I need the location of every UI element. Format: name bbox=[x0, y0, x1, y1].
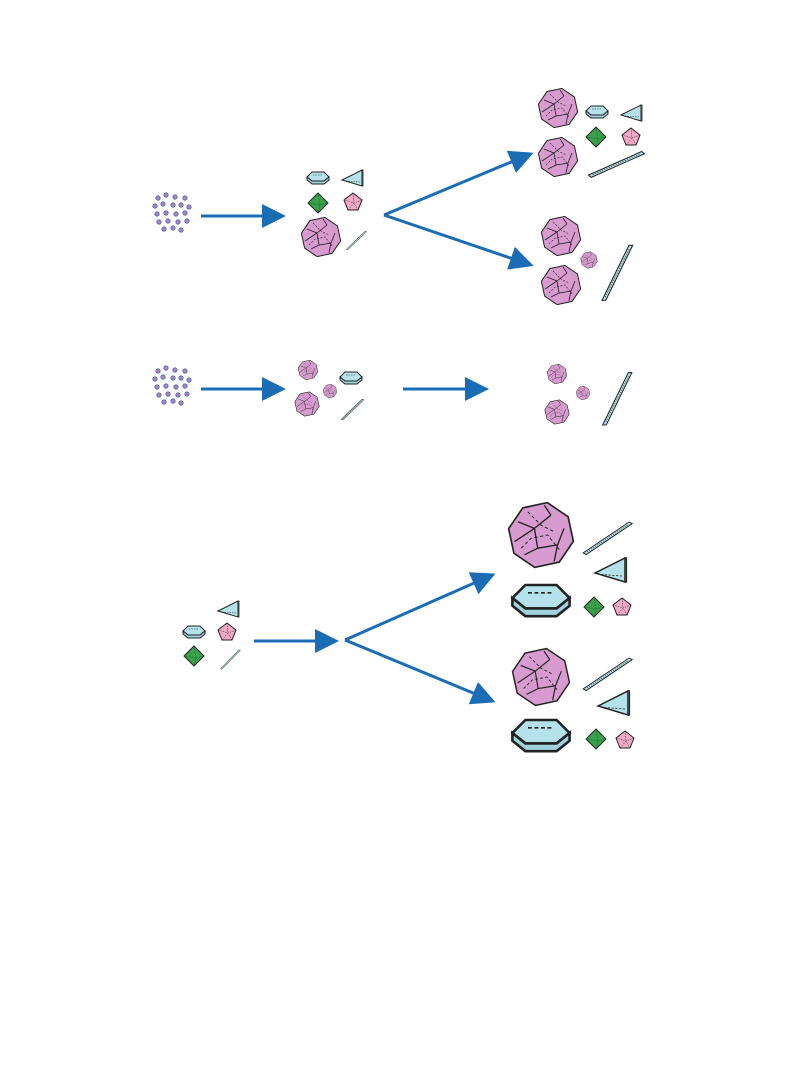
spheroid-aggregate-icon bbox=[537, 212, 585, 260]
octahedron-icon bbox=[307, 192, 329, 214]
spheroid-aggregate-icon bbox=[296, 358, 320, 382]
row-3 bbox=[182, 495, 636, 753]
row-1 bbox=[152, 84, 647, 309]
spheroid-aggregate-icon bbox=[578, 249, 600, 271]
spheroid-aggregate-icon bbox=[506, 642, 576, 712]
triangular-prism-icon bbox=[217, 600, 240, 618]
needle-crystal-icon bbox=[596, 243, 639, 303]
hexagonal-prism-icon bbox=[339, 371, 363, 385]
spheroid-aggregate-icon bbox=[545, 362, 569, 386]
hexagonal-prism-icon bbox=[182, 625, 206, 639]
arrow bbox=[344, 572, 496, 642]
pentagon-crystal-icon bbox=[621, 127, 641, 146]
spheroid-aggregate-icon bbox=[534, 84, 582, 132]
spheroids-and-needle bbox=[542, 362, 638, 428]
branch-upper-mixture bbox=[534, 84, 647, 181]
spheroid-aggregate-icon bbox=[321, 382, 339, 400]
needle-crystal-icon bbox=[339, 398, 366, 421]
arrow bbox=[344, 638, 496, 705]
dot-cluster-icon bbox=[152, 192, 192, 233]
pentagon-crystal-icon bbox=[612, 597, 632, 616]
seed-crystals bbox=[182, 600, 243, 670]
hexagonal-prism-icon bbox=[511, 583, 571, 618]
mixed-polymorphs bbox=[297, 169, 369, 261]
branch-upper-large bbox=[501, 495, 636, 618]
mixed-polymorphs bbox=[292, 358, 366, 421]
branch-lower-mixture bbox=[537, 212, 639, 309]
spheroid-aggregate-icon bbox=[297, 213, 345, 261]
spheroid-aggregate-icon bbox=[501, 495, 581, 575]
needle-crystal-icon bbox=[218, 649, 243, 670]
spheroid-aggregate-icon bbox=[537, 261, 585, 309]
arrow bbox=[383, 213, 534, 270]
spheroid-aggregate-icon bbox=[574, 384, 592, 402]
spheroid-aggregate-icon bbox=[534, 133, 582, 181]
spheroid-aggregate-icon bbox=[542, 397, 572, 427]
hexagonal-prism-icon bbox=[585, 105, 609, 119]
triangular-prism-icon bbox=[341, 169, 364, 187]
arrow bbox=[383, 150, 534, 217]
octahedron-icon bbox=[583, 596, 605, 618]
spheroid-aggregate-icon bbox=[292, 389, 322, 419]
hexagonal-prism-icon bbox=[511, 718, 571, 753]
triangular-prism-icon bbox=[620, 104, 643, 122]
octahedron-icon bbox=[183, 645, 205, 667]
needle-crystal-icon bbox=[580, 520, 636, 556]
needle-crystal-icon bbox=[580, 656, 636, 692]
triangular-prism-icon bbox=[597, 690, 631, 716]
needle-crystal-icon bbox=[586, 150, 647, 179]
branch-lower-large bbox=[506, 642, 636, 753]
octahedron-icon bbox=[585, 126, 607, 148]
triangular-prism-icon bbox=[594, 557, 628, 583]
dot-cluster-icon bbox=[152, 365, 192, 406]
octahedron-icon bbox=[585, 728, 607, 750]
needle-crystal-icon bbox=[597, 370, 638, 428]
pentagon-crystal-icon bbox=[217, 622, 237, 641]
row-2 bbox=[152, 358, 638, 428]
needle-crystal-icon bbox=[344, 230, 369, 251]
hexagonal-prism-icon bbox=[306, 171, 330, 185]
pentagon-crystal-icon bbox=[343, 192, 363, 211]
pentagon-crystal-icon bbox=[615, 730, 635, 749]
